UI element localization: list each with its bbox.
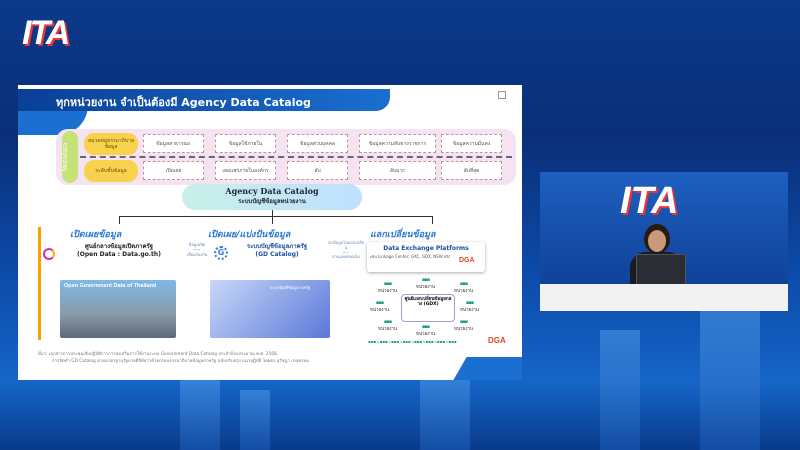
category-cell: ข้อมูลใช้ภายใน (215, 134, 276, 153)
agency-node-label: หน่วยงาน (370, 308, 390, 313)
footnote: ที่มา: เอกสารการประชุมเชิงปฏิบัติการการส… (38, 352, 448, 366)
gd-catalog-screenshot: ระบบบัญชีข้อมูลภาครัฐ (210, 280, 330, 338)
agency-node: ▪▪▪หน่วยงาน (416, 324, 436, 337)
agency-node: ▪▪▪หน่วยงาน (454, 281, 474, 294)
data-go-th-logo (43, 248, 55, 260)
exchange-data-heading: แลกเปลี่ยนข้อมูล (370, 230, 436, 240)
level-cell: ลับ (287, 161, 348, 180)
arrow1-text: เชื่อมโยงกัน (186, 251, 208, 257)
open-data-title: ศูนย์กลางข้อมูลเปิดภาครัฐ (85, 243, 153, 250)
background-building (240, 390, 270, 450)
background-building (600, 330, 640, 450)
category-cell: ข้อมูลส่วนบุคคล (287, 134, 348, 153)
dga-logo: DGA (459, 257, 475, 264)
dep-title: Data Exchange Platforms (383, 245, 469, 252)
agency-node-label: หน่วยงาน (454, 289, 474, 294)
adc-subtitle: ระบบบัญชีข้อมูลหน่วยงาน (238, 198, 306, 205)
arrow1-text: ข้อมูลเปิด (188, 242, 206, 247)
connector (119, 216, 433, 217)
agency-chain: ▪▪▪↘▪▪▪↘▪▪▪↘▪▪▪↘▪▪▪↘▪▪▪↘▪▪▪↘▪▪▪ (368, 339, 457, 344)
accent-bar (38, 227, 41, 340)
presenter-camera: ITA (540, 172, 788, 311)
camera-backdrop-logo: ITA (620, 180, 679, 222)
arrow1-label: ข้อมูลเปิด⟷เชื่อมโยงกัน (182, 242, 212, 257)
agency-node: ▪▪▪หน่วยงาน (416, 277, 436, 290)
agency-node-label: หน่วยงาน (378, 327, 398, 332)
governance-category-label: หมวดหมู่ธรรมาภิบาลข้อมูล (84, 133, 138, 155)
gd-catalog-title: ระบบบัญชีข้อมูลภาครัฐ (246, 243, 308, 250)
level-cell: ลับมาก (359, 161, 436, 180)
classification-level-label: ระดับชั้นข้อมูล (84, 160, 138, 182)
metadata-label: Metadata (62, 131, 78, 183)
arrow-down (272, 216, 273, 224)
footnote-line: การจัดทำ GD Catalog ตามมาตรฐานรัฐบาลดิจิ… (52, 358, 309, 364)
presenter-face (648, 230, 666, 252)
laptop (636, 254, 686, 286)
gd-catalog-screenshot-title: ระบบบัญชีข้อมูลภาครัฐ (270, 285, 311, 290)
category-cell: ข้อมูลความมั่นคง (441, 134, 502, 153)
level-cell: เผยแพร่ภายในองค์กร (215, 161, 276, 180)
category-cell: ข้อมูลความลับทางราชการ (359, 134, 436, 153)
gd-catalog-sub: (GD Catalog) (255, 250, 299, 258)
adc-title: Agency Data Catalog (225, 186, 319, 196)
slide-menu-icon[interactable] (498, 91, 506, 99)
arrow-down (432, 216, 433, 224)
arrow2-text: นำข้อมูลไปแลกเปลี่ยน (328, 240, 364, 250)
background-building (420, 375, 470, 450)
level-cell: เปิดเผย (143, 161, 204, 180)
dga-logo-bottom: DGA (488, 336, 506, 345)
dep-sub: เช่น Linkage Center, GXC, GDX, NSW etc (370, 254, 451, 259)
arrow2-text: ผ่านแพลตฟอร์ม (332, 254, 360, 260)
slide-title: ทุกหน่วยงาน จำเป็นต้องมี Agency Data Cat… (18, 89, 390, 111)
arrow-down (119, 216, 120, 224)
presentation-slide: ทุกหน่วยงาน จำเป็นต้องมี Agency Data Cat… (18, 85, 522, 380)
agency-node-label: หน่วยงาน (460, 308, 480, 313)
background-building (700, 310, 760, 450)
agency-node-label: หน่วยงาน (416, 285, 436, 290)
category-cell: ข้อมูลสาธารณะ (143, 134, 204, 153)
agency-node: ▪▪▪หน่วยงาน (454, 319, 474, 332)
gd-catalog-logo: G (214, 246, 228, 260)
open-data-screenshot: Open Government Data of Thailand (60, 280, 176, 338)
footnote-line: ที่มา: เอกสารการประชุมเชิงปฏิบัติการการส… (38, 352, 279, 357)
open-data-heading: เปิดเผยข้อมูล (70, 230, 122, 240)
dep-card: Data Exchange Platforms เช่น Linkage Cen… (367, 242, 485, 272)
gd-catalog-name: ระบบบัญชีข้อมูลภาครัฐ(GD Catalog) (229, 243, 325, 259)
connector (272, 210, 273, 216)
divider (80, 156, 512, 158)
gdx-center: ศูนย์แลกเปลี่ยนข้อมูลกลาง (GDX) (401, 294, 455, 322)
arrow2-label: นำข้อมูลไปแลกเปลี่ยน⟵ผ่านแพลตฟอร์ม (328, 240, 364, 260)
agency-node: ▪▪▪หน่วยงาน (460, 300, 480, 313)
desk (540, 284, 788, 311)
agency-node-label: หน่วยงาน (416, 332, 436, 337)
agency-node: ▪▪▪หน่วยงาน (378, 281, 398, 294)
open-data-name: ศูนย์กลางข้อมูลเปิดภาครัฐ(Open Data : Da… (58, 243, 180, 259)
agency-data-catalog-box: Agency Data Catalog ระบบบัญชีข้อมูลหน่วย… (182, 184, 362, 210)
corner-accent (449, 357, 522, 380)
level-cell: ลับที่สุด (441, 161, 502, 180)
open-data-sub: (Open Data : Data.go.th) (77, 250, 161, 258)
agency-node: ▪▪▪หน่วยงาน (378, 319, 398, 332)
open-data-screenshot-title: Open Government Data of Thailand (64, 283, 157, 289)
ita-logo: ITA (22, 14, 70, 52)
background-building (180, 380, 220, 450)
agency-node: ▪▪▪หน่วยงาน (370, 300, 390, 313)
agency-node-label: หน่วยงาน (454, 327, 474, 332)
agency-node-label: หน่วยงาน (378, 289, 398, 294)
share-data-heading: เปิดเผย/แบ่งปันข้อมูล (208, 230, 291, 240)
